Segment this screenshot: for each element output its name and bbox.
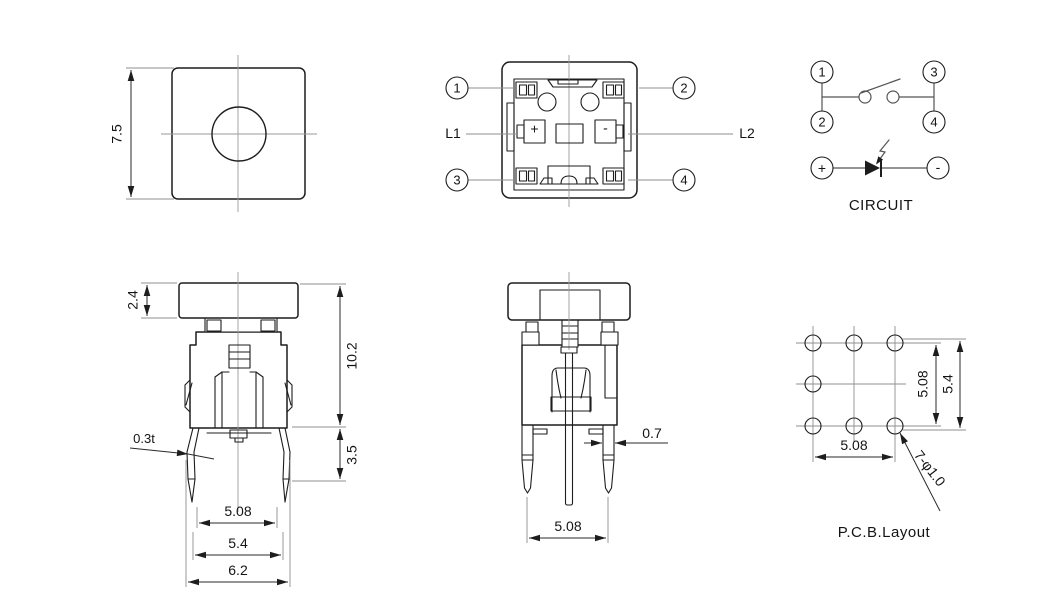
- switch-contact-right: [886, 90, 900, 104]
- circuit-title: CIRCUIT: [849, 197, 913, 214]
- left-lead: [186, 427, 200, 503]
- dim-label-7-5: 7.5: [109, 124, 125, 144]
- terminal-pad-2: [602, 81, 625, 99]
- anode-mark: +: [530, 121, 538, 137]
- plunger-circle: [211, 106, 267, 162]
- holes-note: 7-φ1.0: [911, 447, 949, 489]
- pcb-layout: 5.08 5.4 5.08 7-φ1.0 P.C.B.Layout: [796, 326, 966, 541]
- dim-label-2-4: 2.4: [125, 290, 141, 310]
- holes-callout: 7-φ1.0: [899, 432, 949, 512]
- callout-4: 4: [680, 173, 687, 188]
- bottom-tabs: [532, 428, 604, 435]
- terminal-circle-1: [810, 60, 834, 84]
- inner-mechanism: [214, 344, 264, 429]
- dim-base-width: 5.4: [192, 532, 284, 560]
- dim-span-v: 5.4: [940, 341, 964, 428]
- pcb-layout-title: P.C.B.Layout: [838, 524, 931, 541]
- body-outline: [189, 331, 288, 429]
- callout-1: 1: [453, 81, 460, 96]
- label-l2: L2: [739, 125, 755, 141]
- anode-mark: +: [818, 160, 826, 176]
- dim-lead-thickness: 0.3t: [129, 431, 215, 460]
- cathode-tab: [615, 124, 624, 139]
- terminal-pad-1: [515, 81, 538, 99]
- inner-detail: [550, 344, 618, 413]
- dim-pin-pitch: 5.08: [526, 497, 609, 543]
- cathode-mark: -: [936, 159, 941, 175]
- dim-flange-width: 6.2: [185, 460, 291, 587]
- callout-2: 2: [680, 81, 687, 96]
- dim-label-5-08: 5.08: [554, 518, 581, 534]
- top-slot: [547, 79, 598, 88]
- dim-cap-height: 2.4: [125, 282, 177, 319]
- stem: [521, 319, 619, 348]
- label-l1: L1: [445, 125, 461, 141]
- dim-label-6-2: 6.2: [228, 562, 248, 578]
- dim-label-5-08-h: 5.08: [840, 437, 867, 453]
- side-view: 0.7 5.08: [507, 272, 668, 543]
- terminal-circle-4: [922, 110, 946, 134]
- terminal-4: 4: [930, 115, 937, 130]
- led-symbol-icon: [865, 139, 890, 177]
- terminal-3: 3: [930, 65, 937, 80]
- dim-label-0-3t: 0.3t: [133, 431, 155, 446]
- anode-circle: [810, 156, 834, 180]
- terminal-view: + - 1 2 3 4 L1 L2: [445, 55, 755, 207]
- dim-lead-length: 3.5: [292, 429, 360, 482]
- side-clips: [184, 379, 293, 413]
- dim-label-5-4: 5.4: [940, 374, 956, 394]
- dim-label-5-4: 5.4: [228, 535, 248, 551]
- dim-pin-pitch: 5.08: [196, 503, 278, 528]
- led-hole-right: [580, 92, 600, 112]
- dim-label-5-08: 5.08: [224, 503, 251, 519]
- cathode-circle: [926, 156, 950, 180]
- dim-label-3-5: 3.5: [344, 445, 360, 465]
- dim-pitch-v: 5.08: [915, 345, 940, 424]
- dim-pitch-h: 5.08: [815, 437, 893, 461]
- left-side-tab: [506, 102, 515, 152]
- front-view: 2.4 10.2 3.5 0.3t 5.08 5.4: [125, 272, 360, 587]
- mounting-holes: [804, 334, 904, 435]
- terminal-pad-4: [602, 167, 625, 185]
- bottom-block: [539, 165, 599, 185]
- switch-blade: [860, 78, 901, 94]
- grid-lines: [796, 326, 966, 462]
- dim-label-5-08-v: 5.08: [915, 370, 931, 397]
- top-view: 7.5: [109, 55, 317, 212]
- terminal-pad-3: [515, 167, 538, 185]
- body-outline: [521, 344, 618, 426]
- left-lead: [521, 424, 534, 494]
- circuit-diagram: 1 2 3 4 + - CIRCUIT: [810, 60, 950, 214]
- callout-circle-2: [672, 76, 696, 100]
- dim-7-5: 7.5: [109, 67, 174, 200]
- center-led-pin: [560, 346, 578, 506]
- base-detail: [206, 429, 272, 443]
- dim-total-height: 10.2: [292, 283, 360, 428]
- terminal-circle-2: [810, 110, 834, 134]
- led-hole-left: [537, 92, 557, 112]
- callout-3: 3: [453, 173, 460, 188]
- callout-circle-1: [445, 76, 469, 100]
- right-lead: [602, 424, 615, 494]
- stem: [204, 317, 278, 333]
- terminal-2: 2: [818, 115, 825, 130]
- dim-lead-width: 0.7: [584, 425, 668, 447]
- center-boss: [555, 123, 584, 144]
- dim-label-10-2: 10.2: [344, 342, 360, 369]
- callout-circle-3: [445, 168, 469, 192]
- dim-label-0-7: 0.7: [642, 425, 662, 441]
- right-side-tab: [623, 102, 632, 152]
- terminal-1: 1: [818, 65, 825, 80]
- cathode-mark: -: [603, 120, 608, 136]
- cap: [178, 282, 299, 319]
- cap-outline: [171, 67, 306, 200]
- terminal-circle-3: [922, 60, 946, 84]
- callout-circle-4: [672, 168, 696, 192]
- anode-tab: [516, 124, 525, 139]
- right-lead: [278, 427, 291, 503]
- cap-inner-step: [539, 289, 601, 321]
